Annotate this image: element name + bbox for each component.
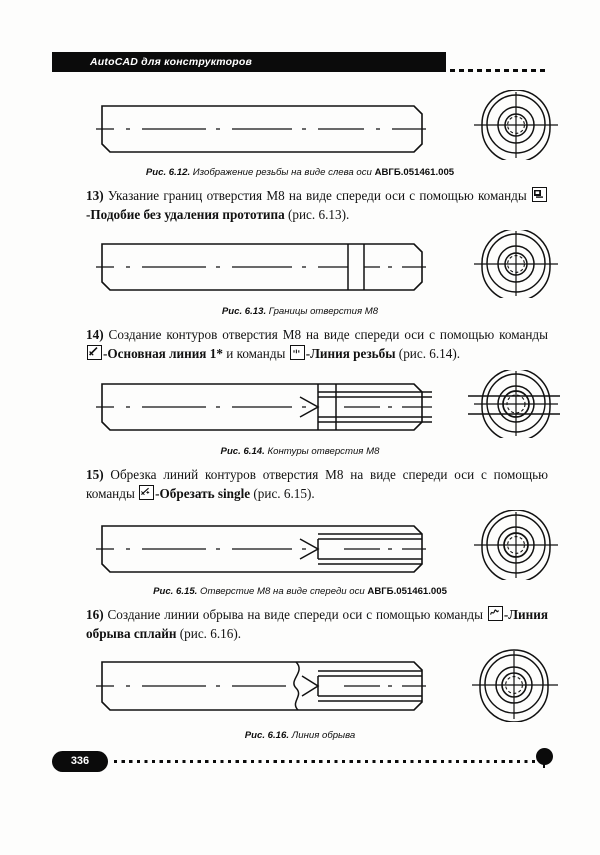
page-header: AutoCAD для конструкторов xyxy=(52,52,548,74)
step-14-command-2: -Линия резьбы xyxy=(305,346,396,361)
caption-code: АВГБ.051461.005 xyxy=(367,586,447,597)
caption-figure-6-14: Рис. 6.14. Контуры отверстия М8 xyxy=(0,446,600,457)
figure-6-16-side-view xyxy=(468,648,564,722)
step-13-tail: (рис. 6.13). xyxy=(284,207,350,222)
step-15-tail: (рис. 6.15). xyxy=(250,486,315,501)
step-16-tail: (рис. 6.16). xyxy=(176,626,242,641)
header-dashed-rule xyxy=(450,69,548,72)
step-16-number: 16) xyxy=(86,607,104,622)
caption-figure-6-15: Рис. 6.15. Отверстие М8 на виде спереди … xyxy=(0,586,600,597)
caption-text: Отверстие М8 на виде спереди оси xyxy=(200,586,365,597)
copy-offset-icon[interactable] xyxy=(532,187,547,202)
figure-6-14-front-view xyxy=(96,372,432,440)
page-number: 336 xyxy=(70,755,90,767)
header-title: AutoCAD для конструкторов xyxy=(90,56,253,68)
footer-marker-stem xyxy=(543,762,545,768)
caption-label: Рис. 6.15. xyxy=(153,586,198,597)
caption-label: Рис. 6.12. xyxy=(145,167,191,178)
figure-6-15-front-view xyxy=(96,512,426,582)
caption-label: Рис. 6.14. xyxy=(220,446,265,457)
step-13-command: -Подобие без удаления прототипа xyxy=(86,207,285,222)
step-15-number: 15) xyxy=(86,467,104,482)
figure-6-12-side-view xyxy=(470,90,562,160)
figure-6-13-side-view xyxy=(470,230,562,298)
caption-text: Контуры отверстия М8 xyxy=(267,446,380,457)
figure-6-13-front-view xyxy=(96,232,426,300)
figure-6-12-front-view xyxy=(96,92,426,162)
step-14-command-1: -Основная линия 1* xyxy=(103,346,223,361)
caption-figure-6-12: Рис. 6.12. Изображение резьбы на виде сл… xyxy=(0,167,600,178)
step-14-text-2: и команды xyxy=(222,346,289,361)
step-14-number: 14) xyxy=(86,327,104,342)
step-13-text-1: Указание границ отверстия М8 на виде спе… xyxy=(103,188,531,203)
figure-6-16-front-view xyxy=(96,648,426,722)
caption-text: Изображение резьбы на виде слева оси xyxy=(192,167,372,178)
caption-label: Рис. 6.13. xyxy=(221,306,267,317)
figure-6-15-side-view xyxy=(470,510,562,580)
caption-code: АВГБ.051461.005 xyxy=(374,167,455,178)
step-14-paragraph: 14) Создание контуров отверстия М8 на ви… xyxy=(86,325,548,363)
step-16-paragraph: 16) Создание линии обрыва на виде сперед… xyxy=(86,605,548,643)
step-16-text-1: Создание линии обрыва на виде спереди ос… xyxy=(103,607,487,622)
page-number-pill xyxy=(52,751,108,772)
footer-marker-dot xyxy=(536,748,553,765)
step-13-number: 13) xyxy=(86,188,104,203)
caption-text: Границы отверстия М8 xyxy=(268,306,379,317)
step-15-command: -Обрезать single xyxy=(155,486,251,501)
header-black-bar xyxy=(52,52,446,72)
footer-dotted-rule xyxy=(114,760,536,763)
caption-label: Рис. 6.16. xyxy=(244,730,289,741)
step-16-command: -Линия обрыва сплайн xyxy=(86,607,548,641)
step-15-text-1: Обрезка линий контуров отверстия М8 на в… xyxy=(86,467,548,501)
thread-line-icon[interactable] xyxy=(289,345,305,360)
page-footer: 336 xyxy=(52,748,553,778)
break-spline-icon[interactable] xyxy=(487,606,503,621)
main-line-icon[interactable] xyxy=(87,345,102,360)
caption-figure-6-13: Рис. 6.13. Границы отверстия М8 xyxy=(0,306,600,317)
trim-single-icon[interactable] xyxy=(139,485,155,500)
caption-figure-6-16: Рис. 6.16. Линия обрыва xyxy=(0,730,600,741)
step-15-paragraph: 15) Обрезка линий контуров отверстия М8 … xyxy=(86,465,548,503)
figure-6-14-side-view xyxy=(468,370,564,438)
caption-text: Линия обрыва xyxy=(291,730,356,741)
step-13-paragraph: 13) Указание границ отверстия М8 на виде… xyxy=(86,186,548,224)
step-14-text-1: Создание контуров отверстия М8 на виде с… xyxy=(103,327,548,342)
step-14-tail: (рис. 6.14). xyxy=(395,346,461,361)
